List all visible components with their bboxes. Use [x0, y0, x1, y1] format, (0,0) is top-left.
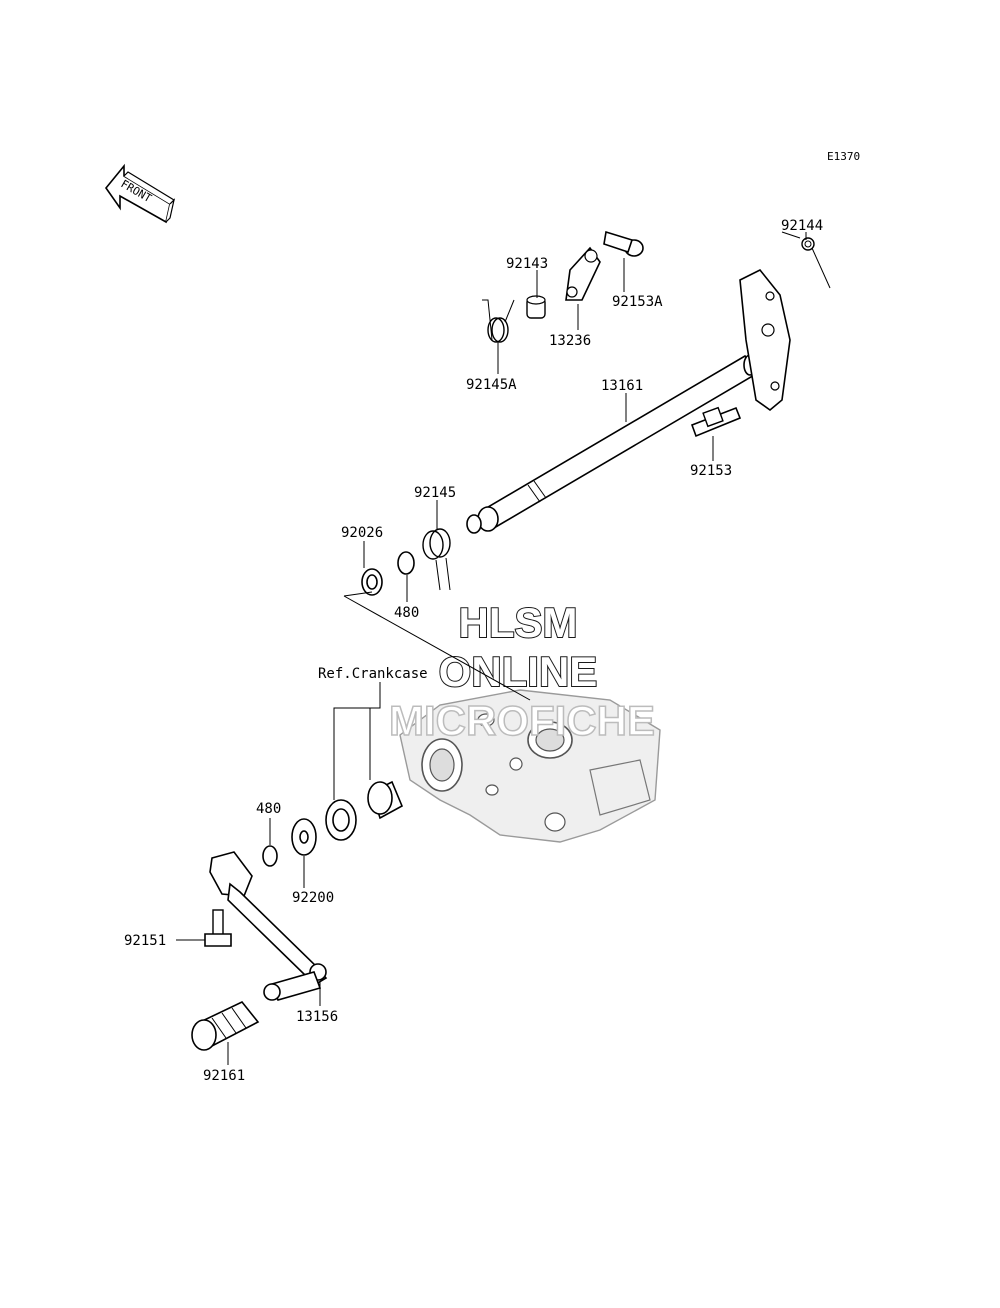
svg-text:ONLINE: ONLINE: [439, 648, 598, 695]
footpeg-rubber-icon: [191, 1001, 260, 1051]
bolt-92151-icon: [204, 909, 232, 947]
label-92144: 92144: [781, 218, 823, 234]
label-92143: 92143: [506, 256, 548, 272]
label-92151: 92151: [124, 933, 166, 949]
front-arrow-icon: FRONT: [104, 163, 176, 224]
bolt-92153A-icon: [603, 230, 644, 257]
spring-92145A-icon: [482, 299, 515, 343]
label-480-top: 480: [394, 605, 419, 621]
bolt-92153-icon: [690, 406, 742, 438]
circlip-480-bottom-icon: [262, 845, 278, 867]
label-92145A: 92145A: [466, 377, 517, 393]
washer-92200-icon: [291, 818, 317, 856]
crankcase-illustration: [399, 689, 661, 843]
label-92161: 92161: [203, 1068, 245, 1084]
svg-text:HLSM: HLSM: [459, 599, 578, 646]
leader-lines: [176, 232, 807, 1065]
bearing-icon: [367, 780, 404, 820]
circlip-480-top-icon: [397, 551, 415, 575]
shift-shaft: [466, 268, 791, 534]
label-92153A: 92153A: [612, 294, 663, 310]
shift-pedal-icon: [209, 851, 328, 1001]
label-13156: 13156: [296, 1009, 338, 1025]
oil-seal-icon: [325, 799, 357, 841]
diagram-code: E1370: [827, 150, 860, 163]
spring-92144-icon: [781, 231, 831, 289]
label-13161: 13161: [601, 378, 643, 394]
washer-92026-icon: [361, 568, 383, 596]
label-92153: 92153: [690, 463, 732, 479]
label-ref-crankcase: Ref.Crankcase: [318, 666, 428, 682]
label-92026: 92026: [341, 525, 383, 541]
watermark: HLSM ONLINE MICROFICHE: [388, 598, 656, 745]
label-480-bottom: 480: [256, 801, 281, 817]
label-92200: 92200: [292, 890, 334, 906]
spring-92145-icon: [422, 528, 451, 591]
label-92145: 92145: [414, 485, 456, 501]
label-13236: 13236: [549, 333, 591, 349]
svg-text:MICROFICHE: MICROFICHE: [389, 697, 655, 744]
collar-92143-icon: [526, 295, 546, 319]
lever-13236-icon: [565, 246, 601, 301]
